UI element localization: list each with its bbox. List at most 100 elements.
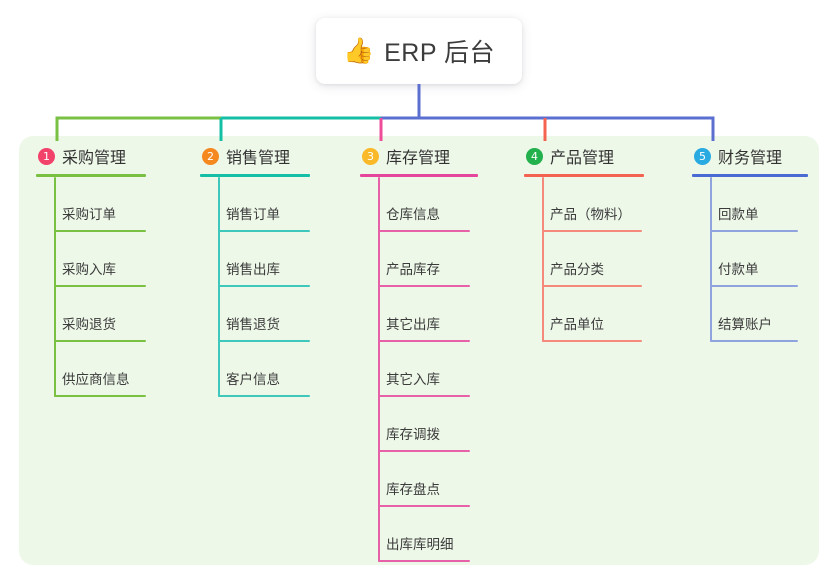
column-title-2: 销售管理 — [226, 150, 291, 167]
list-item[interactable]: 结算账户 — [692, 287, 808, 342]
list-item-label: 产品分类 — [550, 262, 604, 277]
list-item-label: 库存盘点 — [386, 482, 440, 497]
list-item-label: 产品（物料） — [550, 207, 631, 222]
column-badge-5: 5 — [694, 147, 711, 165]
list-item-rule — [542, 340, 642, 342]
list-item[interactable]: 销售订单 — [200, 177, 310, 232]
list-item-rule — [710, 285, 798, 287]
list-item-rule — [542, 230, 642, 232]
list-item-label: 销售订单 — [226, 207, 280, 222]
root-node-title: ERP 后台 — [384, 39, 496, 67]
column-title-5: 财务管理 — [718, 150, 783, 167]
list-item-label: 销售出库 — [226, 262, 280, 277]
list-item-label: 产品单位 — [550, 317, 604, 332]
list-item-rule — [218, 395, 310, 397]
column-2: 2 销售管理销售订单销售出库销售退货客户信息 — [200, 143, 310, 397]
list-item-rule — [218, 285, 310, 287]
column-items-1: 采购订单采购入库采购退货供应商信息 — [36, 177, 146, 397]
list-item[interactable]: 仓库信息 — [360, 177, 478, 232]
column-rule-5 — [692, 174, 808, 177]
list-item-label: 结算账户 — [718, 317, 772, 332]
list-item-label: 其它入库 — [386, 372, 440, 387]
list-item[interactable]: 采购订单 — [36, 177, 146, 232]
column-rule-4 — [524, 174, 644, 177]
list-item[interactable]: 其它出库 — [360, 287, 478, 342]
column-items-3: 仓库信息产品库存其它出库其它入库库存调拨库存盘点出库库明细 — [360, 177, 478, 562]
list-item[interactable]: 库存盘点 — [360, 452, 478, 507]
list-item-rule — [54, 340, 146, 342]
list-item-rule — [378, 395, 470, 397]
column-spine-2 — [218, 177, 220, 397]
list-item-label: 采购订单 — [62, 207, 116, 222]
column-items-4: 产品（物料） 产品分类产品单位 — [524, 177, 644, 342]
list-item-label: 仓库信息 — [386, 207, 440, 222]
list-item-label: 采购入库 — [62, 262, 116, 277]
list-item[interactable]: 付款单 — [692, 232, 808, 287]
column-header-4[interactable]: 4 产品管理 — [524, 143, 644, 169]
list-item-rule — [378, 450, 470, 452]
list-item-rule — [218, 230, 310, 232]
list-item[interactable]: 客户信息 — [200, 342, 310, 397]
column-badge-2: 2 — [202, 147, 219, 165]
list-item-rule — [54, 395, 146, 397]
list-item-rule — [378, 505, 470, 507]
column-3: 3 库存管理仓库信息产品库存其它出库其它入库库存调拨库存盘点出库库明细 — [360, 143, 478, 562]
column-spine-4 — [542, 177, 544, 342]
list-item[interactable]: 库存调拨 — [360, 397, 478, 452]
column-rule-2 — [200, 174, 310, 177]
list-item[interactable]: 产品（物料） — [524, 177, 644, 232]
list-item-label: 供应商信息 — [62, 372, 130, 387]
column-header-3[interactable]: 3 库存管理 — [360, 143, 478, 169]
list-item[interactable]: 产品分类 — [524, 232, 644, 287]
list-item-label: 产品库存 — [386, 262, 440, 277]
column-title-3: 库存管理 — [386, 150, 451, 167]
column-rule-3 — [360, 174, 478, 177]
list-item-label: 出库库明细 — [386, 537, 454, 552]
list-item[interactable]: 回款单 — [692, 177, 808, 232]
column-header-2[interactable]: 2 销售管理 — [200, 143, 310, 169]
column-4: 4 产品管理产品（物料） 产品分类产品单位 — [524, 143, 644, 342]
list-item-label: 客户信息 — [226, 372, 280, 387]
list-item-rule — [218, 340, 310, 342]
list-item[interactable]: 产品单位 — [524, 287, 644, 342]
root-node[interactable]: 👍 ERP 后台 — [316, 18, 522, 84]
list-item[interactable]: 销售出库 — [200, 232, 310, 287]
list-item[interactable]: 供应商信息 — [36, 342, 146, 397]
list-item-label: 其它出库 — [386, 317, 440, 332]
list-item-label: 采购退货 — [62, 317, 116, 332]
list-item[interactable]: 采购入库 — [36, 232, 146, 287]
column-5: 5 财务管理回款单付款单结算账户 — [692, 143, 808, 342]
list-item-rule — [378, 285, 470, 287]
list-item-rule — [710, 340, 798, 342]
list-item-label: 付款单 — [718, 262, 759, 277]
list-item-rule — [542, 285, 642, 287]
list-item-rule — [378, 560, 470, 562]
list-item-rule — [54, 230, 146, 232]
column-items-2: 销售订单销售出库销售退货客户信息 — [200, 177, 310, 397]
list-item-rule — [54, 285, 146, 287]
column-rule-1 — [36, 174, 146, 177]
list-item-label: 回款单 — [718, 207, 759, 222]
list-item-label: 销售退货 — [226, 317, 280, 332]
list-item-label: 库存调拨 — [386, 427, 440, 442]
list-item[interactable]: 采购退货 — [36, 287, 146, 342]
column-title-4: 产品管理 — [550, 150, 615, 167]
list-item-rule — [710, 230, 798, 232]
list-item-rule — [378, 230, 470, 232]
column-spine-5 — [710, 177, 712, 342]
column-header-5[interactable]: 5 财务管理 — [692, 143, 808, 169]
column-title-1: 采购管理 — [62, 150, 127, 167]
thumbs-up-icon: 👍 — [342, 36, 375, 65]
column-items-5: 回款单付款单结算账户 — [692, 177, 808, 342]
list-item[interactable]: 销售退货 — [200, 287, 310, 342]
list-item-rule — [378, 340, 470, 342]
column-spine-3 — [378, 177, 380, 562]
list-item[interactable]: 产品库存 — [360, 232, 478, 287]
column-badge-3: 3 — [362, 147, 379, 165]
list-item[interactable]: 其它入库 — [360, 342, 478, 397]
column-badge-4: 4 — [526, 147, 543, 165]
column-spine-1 — [54, 177, 56, 397]
list-item[interactable]: 出库库明细 — [360, 507, 478, 562]
